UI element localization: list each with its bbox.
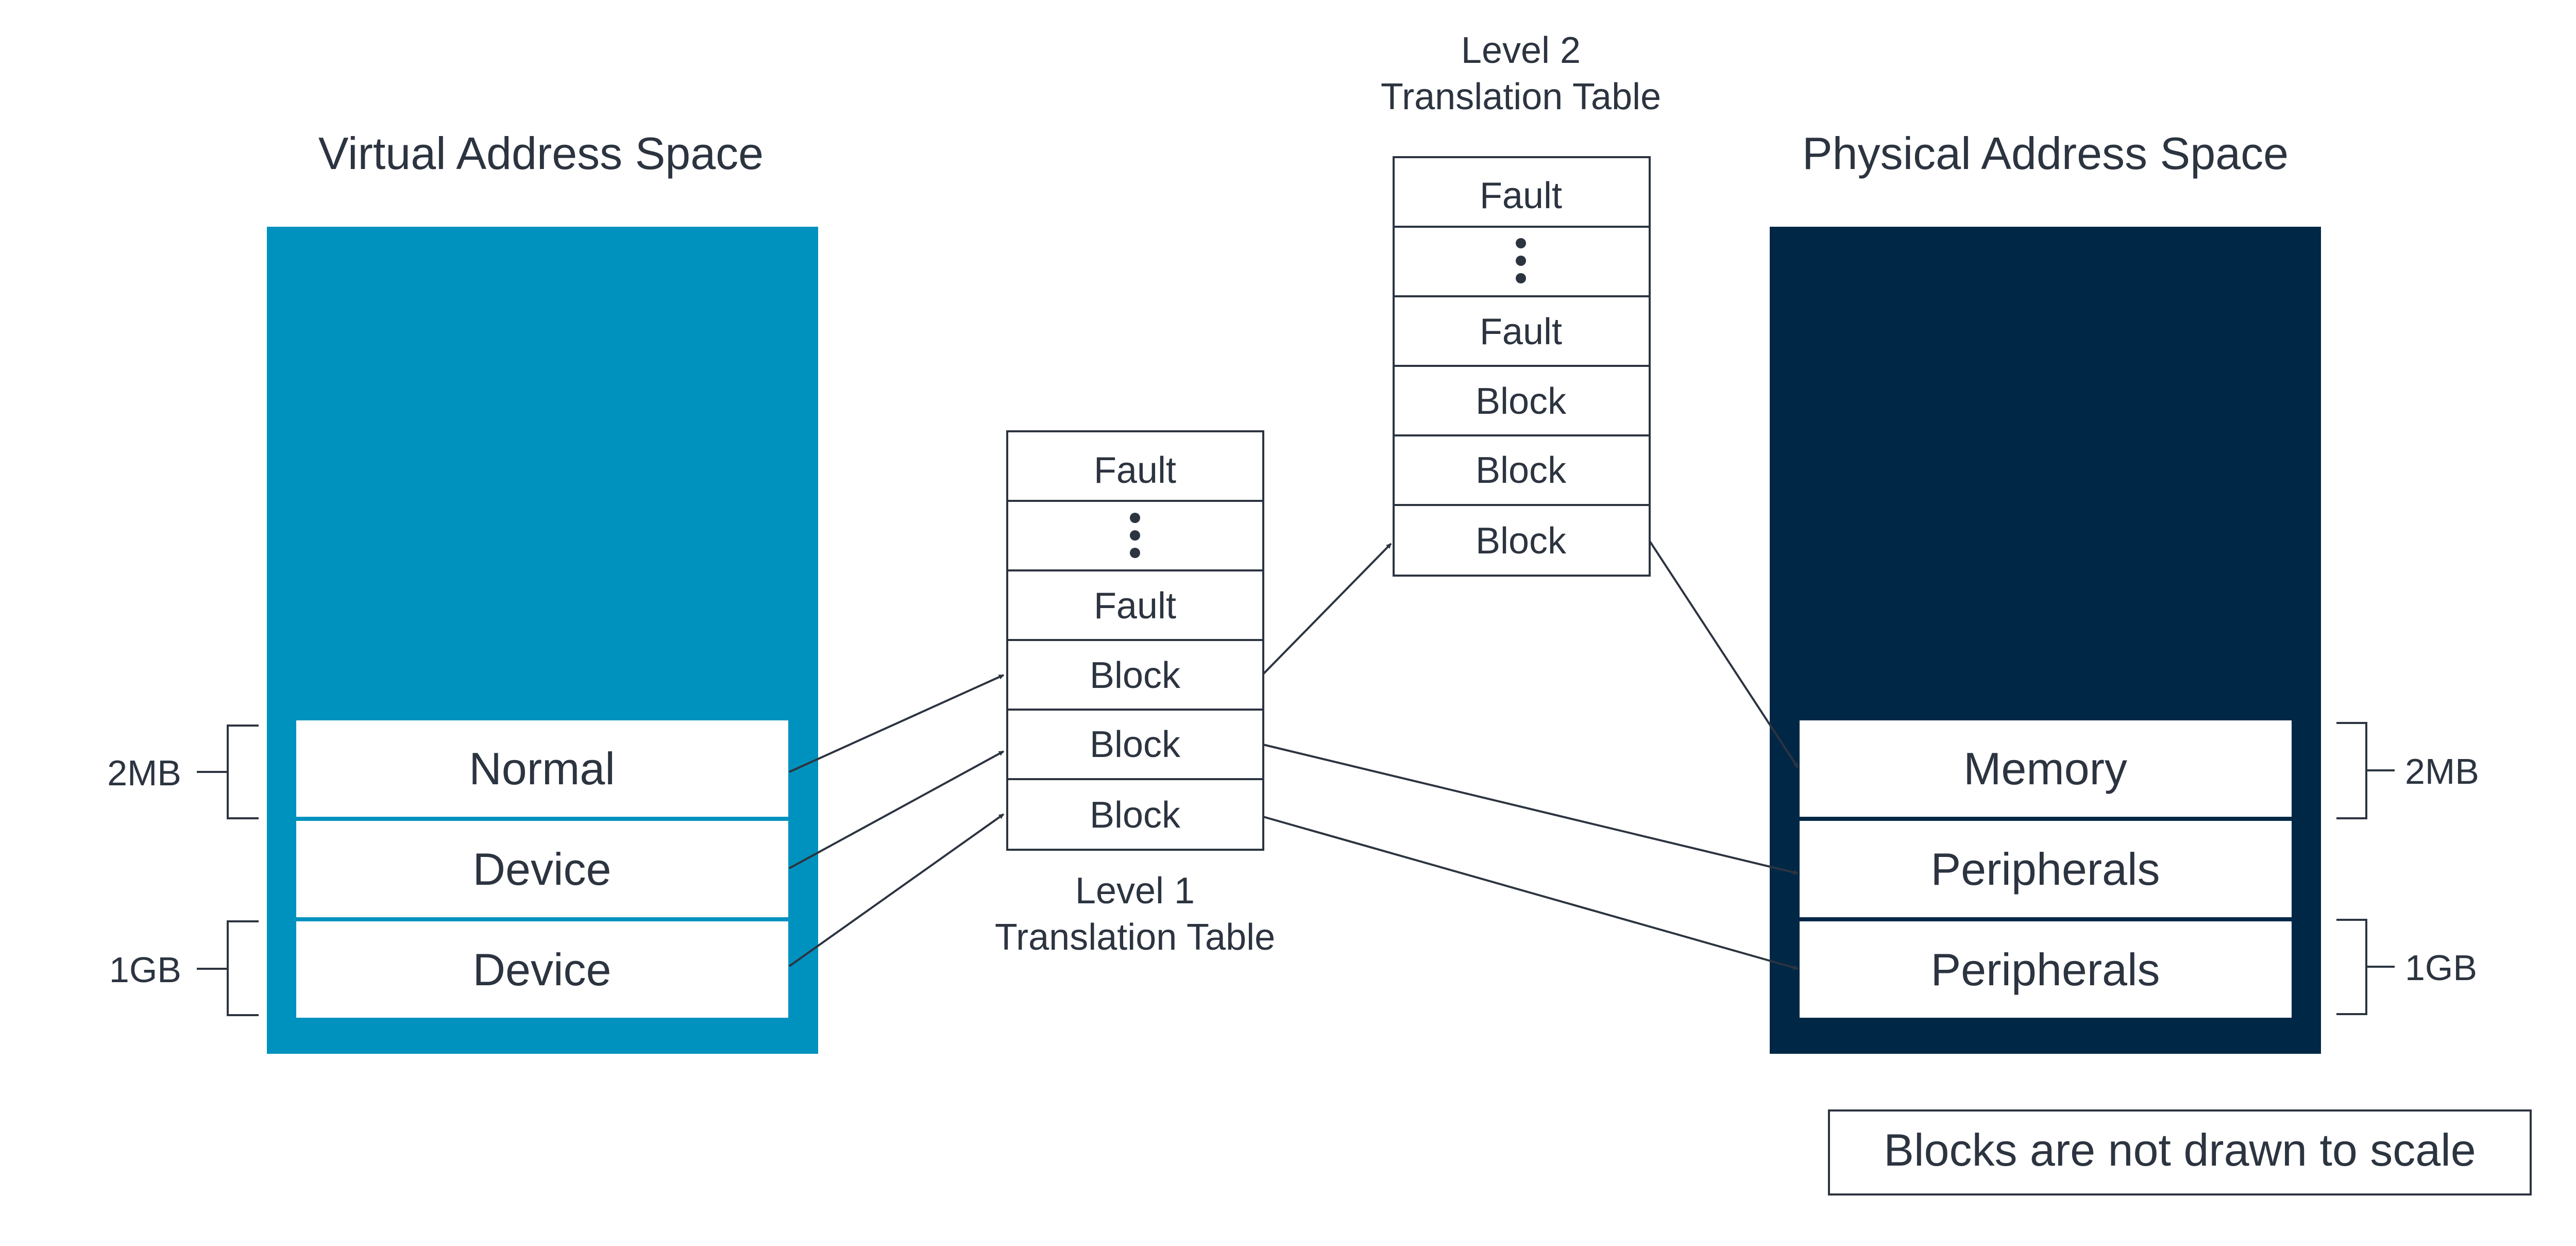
physical-address-space: Physical Address Space Memory Peripheral… xyxy=(1770,128,2479,1054)
level1-translation-table: Fault Fault Block Block Block Level 1 Tr… xyxy=(995,430,1275,958)
virtual-region-box xyxy=(296,821,788,917)
level1-entry-label: Block xyxy=(1090,655,1181,696)
scale-note: Blocks are not drawn to scale xyxy=(1828,1109,2532,1196)
bracket-1gb-right xyxy=(2336,919,2395,1015)
level1-entry xyxy=(1006,569,1264,641)
bracket-2mb-left xyxy=(197,725,259,819)
level1-entry xyxy=(1006,778,1264,851)
level2-caption: Translation Table xyxy=(1381,76,1661,117)
arrow-normal-to-l1-block xyxy=(789,674,1004,773)
physical-space-title: Physical Address Space xyxy=(1802,128,2289,179)
bracket-2mb-right xyxy=(2336,722,2395,819)
level1-ellipsis-icon xyxy=(1130,513,1140,558)
level2-entry-label: Block xyxy=(1476,381,1567,422)
physical-region-memory: Memory xyxy=(1963,743,2127,794)
virtual-address-space: Virtual Address Space Normal Device Devi… xyxy=(107,128,818,1054)
arrow-device-to-l1-block xyxy=(788,813,1005,967)
level2-entry-label: Fault xyxy=(1480,311,1562,352)
bracket-label-2mb-left: 2MB xyxy=(107,753,181,793)
physical-region-box xyxy=(1800,921,2292,1018)
level2-entry-label: Block xyxy=(1476,520,1567,562)
physical-region-peripherals: Peripherals xyxy=(1930,944,2160,995)
arrow-device-to-l1-block xyxy=(789,750,1004,869)
bracket-label-2mb-right: 2MB xyxy=(2405,751,2479,792)
physical-region-box xyxy=(1800,720,2292,817)
level2-caption: Level 2 xyxy=(1461,30,1581,71)
arrow-l2-block-to-memory xyxy=(1649,540,1799,769)
scale-note-box xyxy=(1828,1109,2532,1196)
level2-ellipsis-icon xyxy=(1516,238,1526,283)
level2-entry xyxy=(1393,365,1651,436)
virtual-region-device: Device xyxy=(473,844,612,895)
level2-entry-label: Block xyxy=(1476,450,1567,491)
bracket-1gb-left xyxy=(197,920,259,1016)
virtual-region-box xyxy=(296,720,788,817)
physical-region-box xyxy=(1800,821,2292,917)
scale-note-text: Blocks are not drawn to scale xyxy=(1884,1124,2476,1175)
level1-entry-label: Fault xyxy=(1094,585,1176,627)
level1-entry xyxy=(1006,430,1264,502)
level1-entry-label: Block xyxy=(1090,724,1181,765)
level1-caption: Translation Table xyxy=(995,917,1275,958)
virtual-region-normal: Normal xyxy=(469,743,615,794)
level2-entry-label: Fault xyxy=(1480,175,1562,216)
level2-entry xyxy=(1393,295,1651,367)
level2-entry xyxy=(1393,434,1651,506)
level1-entry xyxy=(1006,639,1264,711)
physical-region-peripherals: Peripherals xyxy=(1930,844,2160,895)
bracket-label-1gb-left: 1GB xyxy=(109,950,181,990)
virtual-region-box xyxy=(296,921,788,1018)
level1-caption: Level 1 xyxy=(1075,870,1195,912)
virtual-space-title: Virtual Address Space xyxy=(318,128,764,179)
arrow-l1-block-to-peripherals xyxy=(1263,816,1799,970)
level2-translation-table: Level 2 Translation Table Fault Fault Bl… xyxy=(1381,30,1661,577)
bracket-label-1gb-right: 1GB xyxy=(2405,948,2477,988)
arrow-l1-block-to-peripherals xyxy=(1263,744,1799,875)
level1-entry-label: Block xyxy=(1090,795,1181,836)
arrow-l1-block-to-l2-table xyxy=(1262,543,1392,675)
level2-entry xyxy=(1393,504,1651,577)
mapping-arrows xyxy=(788,540,1799,970)
level2-entry xyxy=(1393,156,1651,228)
virtual-region-device: Device xyxy=(473,944,612,995)
level1-entry-label: Fault xyxy=(1094,450,1176,491)
